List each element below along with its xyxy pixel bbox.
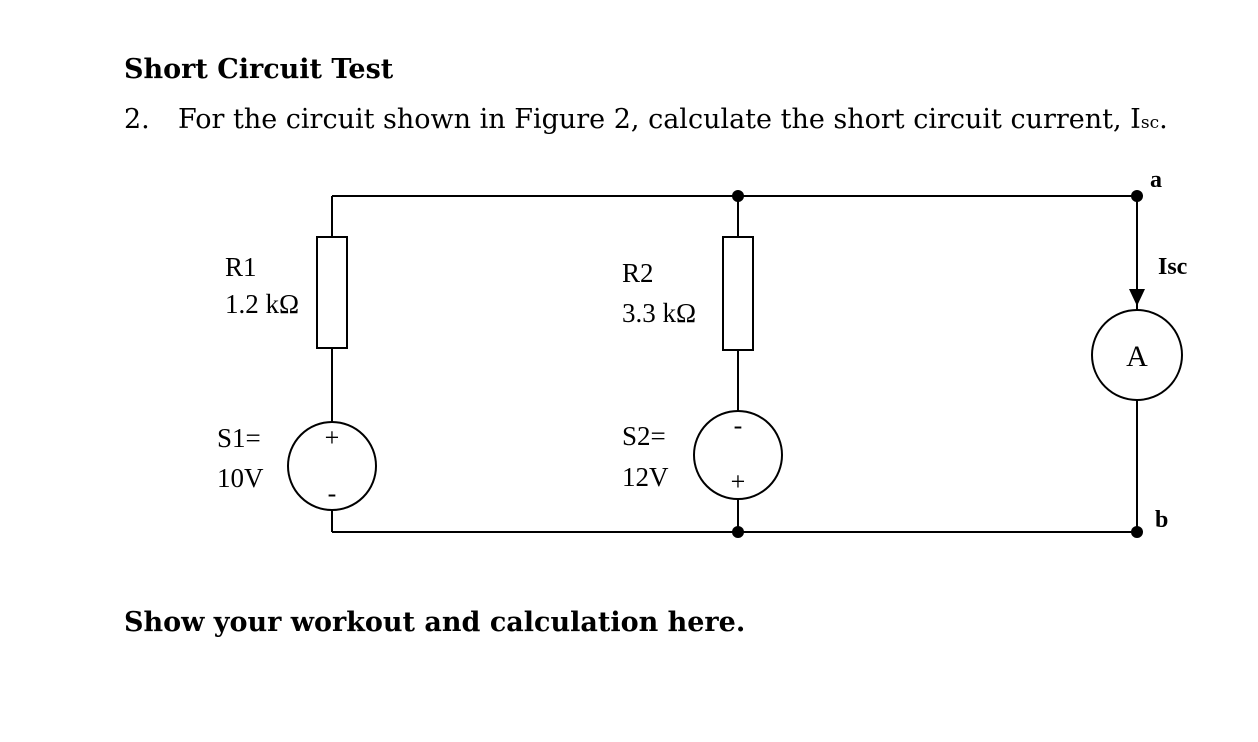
junction-top-middle xyxy=(732,190,744,202)
current-label: Isc xyxy=(1158,254,1188,280)
r1-resistor xyxy=(316,236,348,349)
question-subscript: sc xyxy=(1140,113,1160,133)
section-heading: Short Circuit Test xyxy=(124,54,394,85)
node-b-label: b xyxy=(1155,507,1168,533)
r2-resistor xyxy=(722,236,754,351)
r1-value-label: 1.2 kΩ xyxy=(225,289,299,319)
s2-value-label: 12V xyxy=(622,462,669,492)
s2-name-label: S2= xyxy=(622,421,666,451)
ammeter-symbol: A xyxy=(1126,340,1148,373)
question-suffix: . xyxy=(1159,104,1168,135)
s1-value-label: 10V xyxy=(217,463,264,493)
workout-prompt: Show your workout and calculation here. xyxy=(124,607,746,638)
junction-bottom-middle xyxy=(732,526,744,538)
s2-negative-sign: - xyxy=(734,411,743,440)
s1-positive-sign: + xyxy=(325,423,340,452)
r1-name-label: R1 xyxy=(225,252,257,282)
s1-name-label: S1= xyxy=(217,423,261,453)
junction-node-a xyxy=(1131,190,1143,202)
r2-name-label: R2 xyxy=(622,258,654,288)
node-a-label: a xyxy=(1150,167,1162,193)
question-text: 2. For the circuit shown in Figure 2, cal… xyxy=(124,104,1168,135)
question-body: For the circuit shown in Figure 2, calcu… xyxy=(178,104,1141,135)
question-number: 2. xyxy=(124,104,150,135)
s2-positive-sign: + xyxy=(731,467,746,496)
r2-value-label: 3.3 kΩ xyxy=(622,298,696,328)
s1-negative-sign: - xyxy=(328,479,337,508)
junction-node-b xyxy=(1131,526,1143,538)
current-arrow-head xyxy=(1129,289,1145,306)
